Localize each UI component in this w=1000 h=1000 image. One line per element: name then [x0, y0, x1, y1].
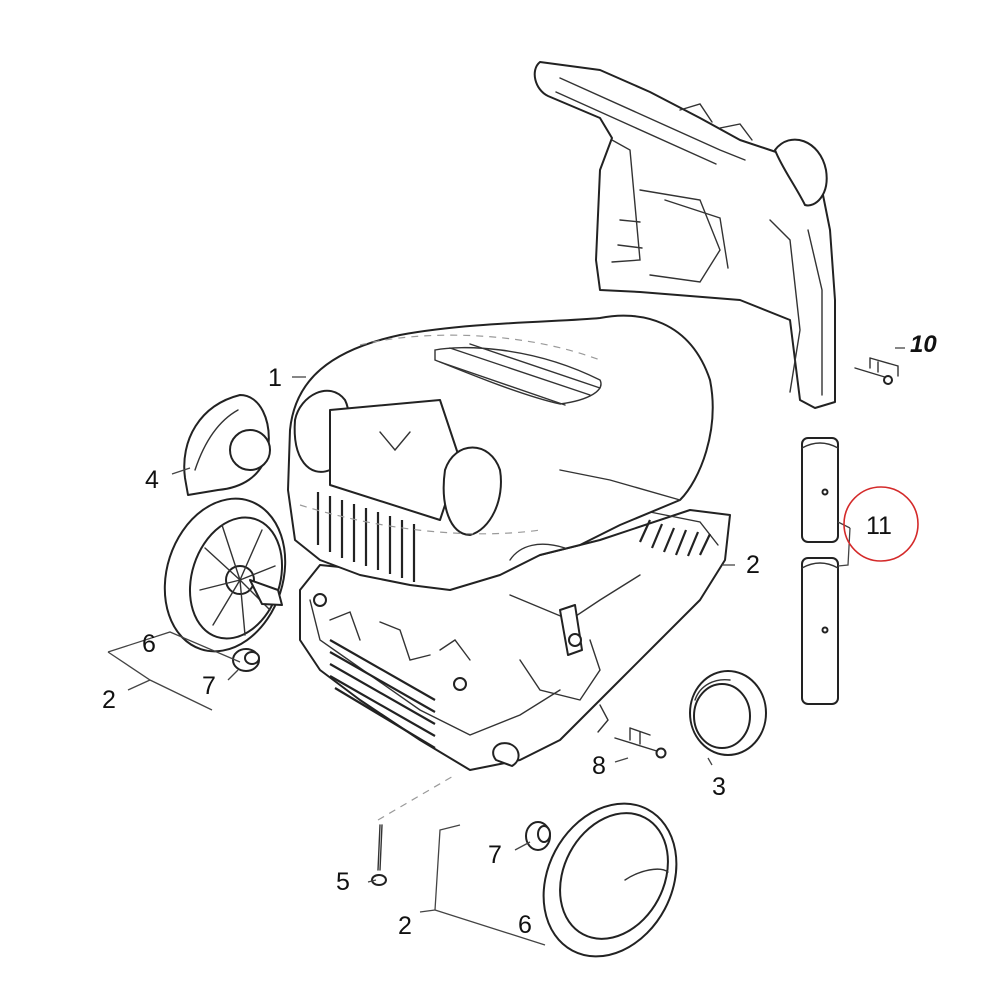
hub-cover — [183, 394, 271, 496]
callout-2-wheel-left-set: 2 — [102, 686, 116, 714]
screw — [371, 774, 456, 886]
top-cover — [287, 314, 714, 591]
callout-7-bushing-bottom: 7 — [488, 841, 502, 869]
callout-10-handle-screw: 10 — [910, 331, 937, 358]
callout-8-bolt: 8 — [592, 752, 606, 780]
highlight-circle — [843, 486, 919, 562]
callout-6-wheel-left: 6 — [142, 630, 156, 658]
callout-4-hub-cover-left: 4 — [145, 466, 159, 494]
handle-grip-lower — [801, 557, 839, 705]
handle-screw — [854, 357, 899, 385]
callout-1-top-cover: 1 — [268, 364, 282, 392]
bolt — [614, 727, 667, 759]
handle-frame — [533, 61, 836, 409]
wheel-left — [163, 497, 287, 653]
callout-11-handle-grip: 11 — [866, 512, 892, 540]
leader-lines — [107, 347, 905, 946]
callout-3-hub-cap-right: 3 — [712, 773, 726, 801]
callout-labels: 1 2 2 2 3 4 5 6 6 7 7 8 10 11 — [102, 331, 937, 940]
hub-cap-right — [689, 670, 767, 756]
callout-7-bushing-left: 7 — [202, 672, 216, 700]
callout-2-base-right: 2 — [746, 551, 760, 579]
callout-2-wheel-bottom-set: 2 — [398, 912, 412, 940]
callout-6-wheel-bottom: 6 — [518, 911, 532, 939]
handle-grip-upper — [801, 437, 839, 543]
wheel-bottom — [542, 802, 678, 958]
bushing-bottom — [525, 821, 551, 851]
bushing-left — [232, 648, 260, 672]
callout-5-screw: 5 — [336, 868, 350, 896]
